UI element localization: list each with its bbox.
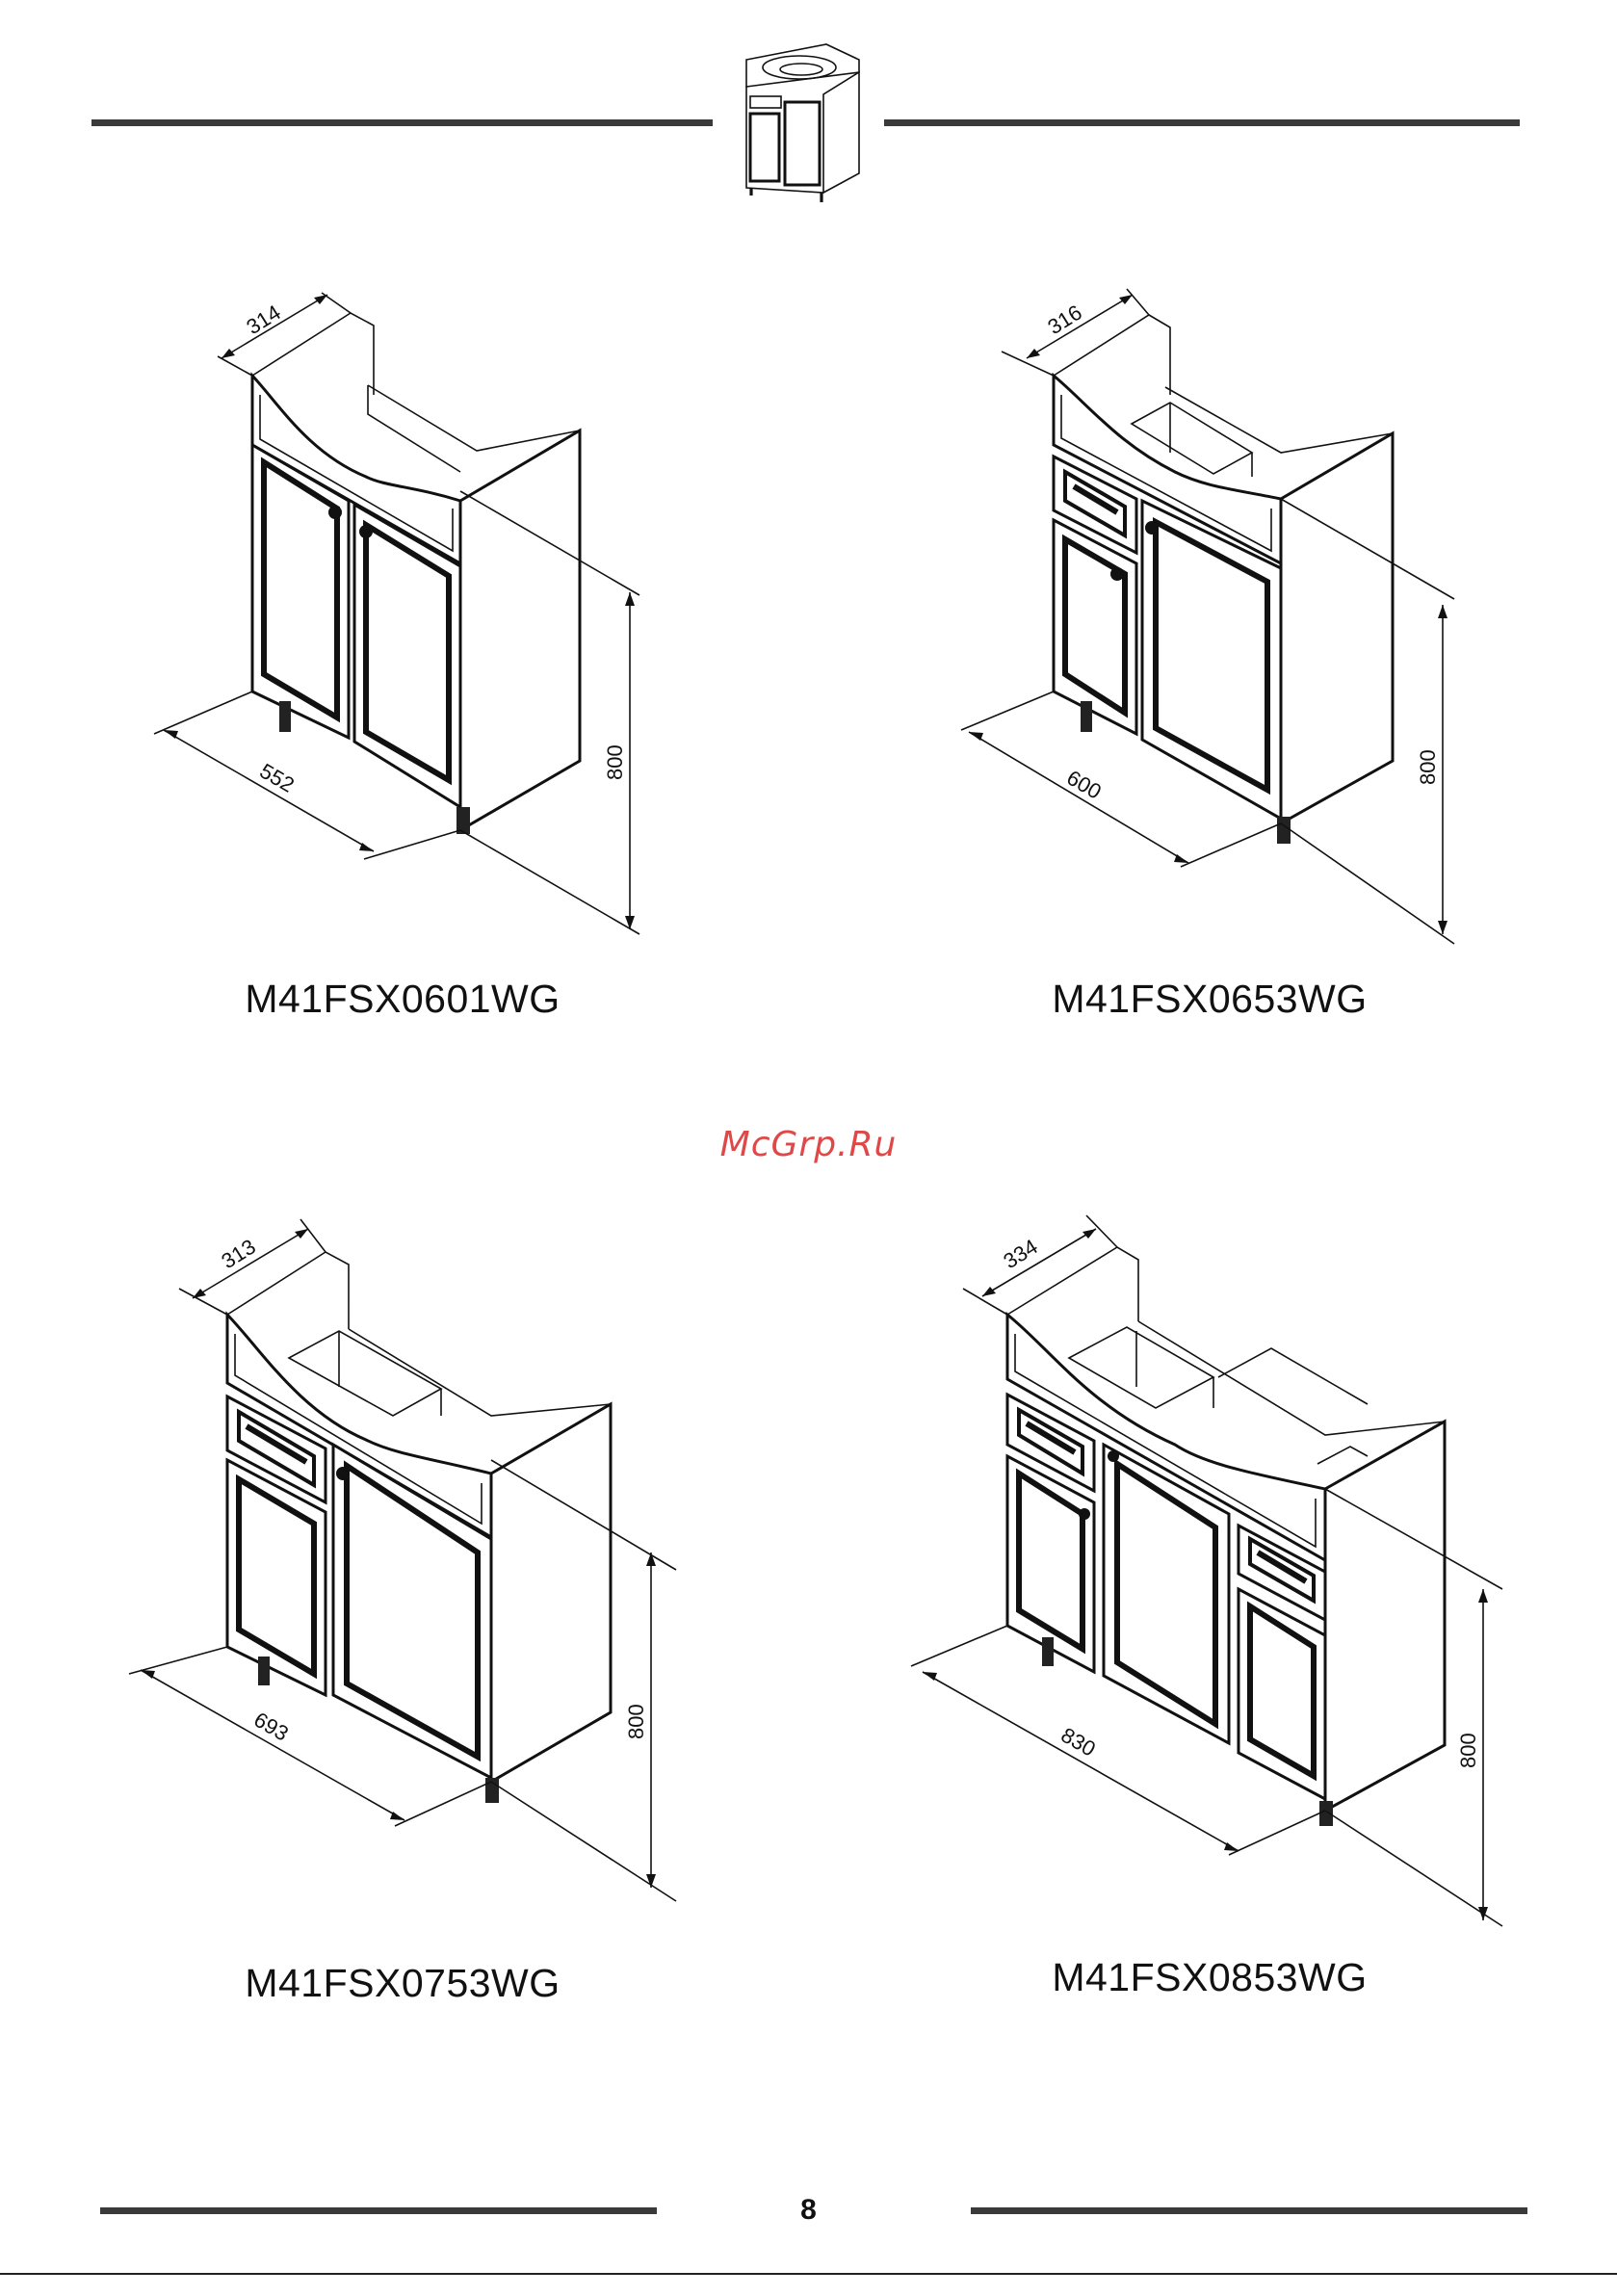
height-label-1: 800 [603, 744, 627, 780]
width-label-2: 600 [1063, 766, 1106, 804]
depth-label-3: 313 [217, 1235, 259, 1274]
width-label-1: 552 [256, 759, 299, 797]
model-label-4: M41FSX0853WG [969, 1955, 1450, 2000]
model-label-3: M41FSX0753WG [162, 1961, 643, 2006]
depth-label-4: 334 [999, 1235, 1041, 1274]
model-label-1: M41FSX0601WG [162, 977, 643, 1022]
watermark-text: McGrp.Ru [0, 1125, 1617, 1164]
width-label-4: 830 [1057, 1723, 1100, 1761]
height-label-3: 800 [624, 1704, 648, 1739]
width-label-3: 693 [250, 1708, 293, 1746]
page-number: 8 [0, 2194, 1617, 2227]
depth-label-2: 316 [1043, 300, 1085, 340]
bottom-edge [0, 2273, 1617, 2296]
depth-label-1: 314 [242, 300, 284, 340]
height-label-4: 800 [1456, 1733, 1480, 1768]
model-label-2: M41FSX0653WG [969, 977, 1450, 1022]
height-label-2: 800 [1416, 749, 1440, 785]
